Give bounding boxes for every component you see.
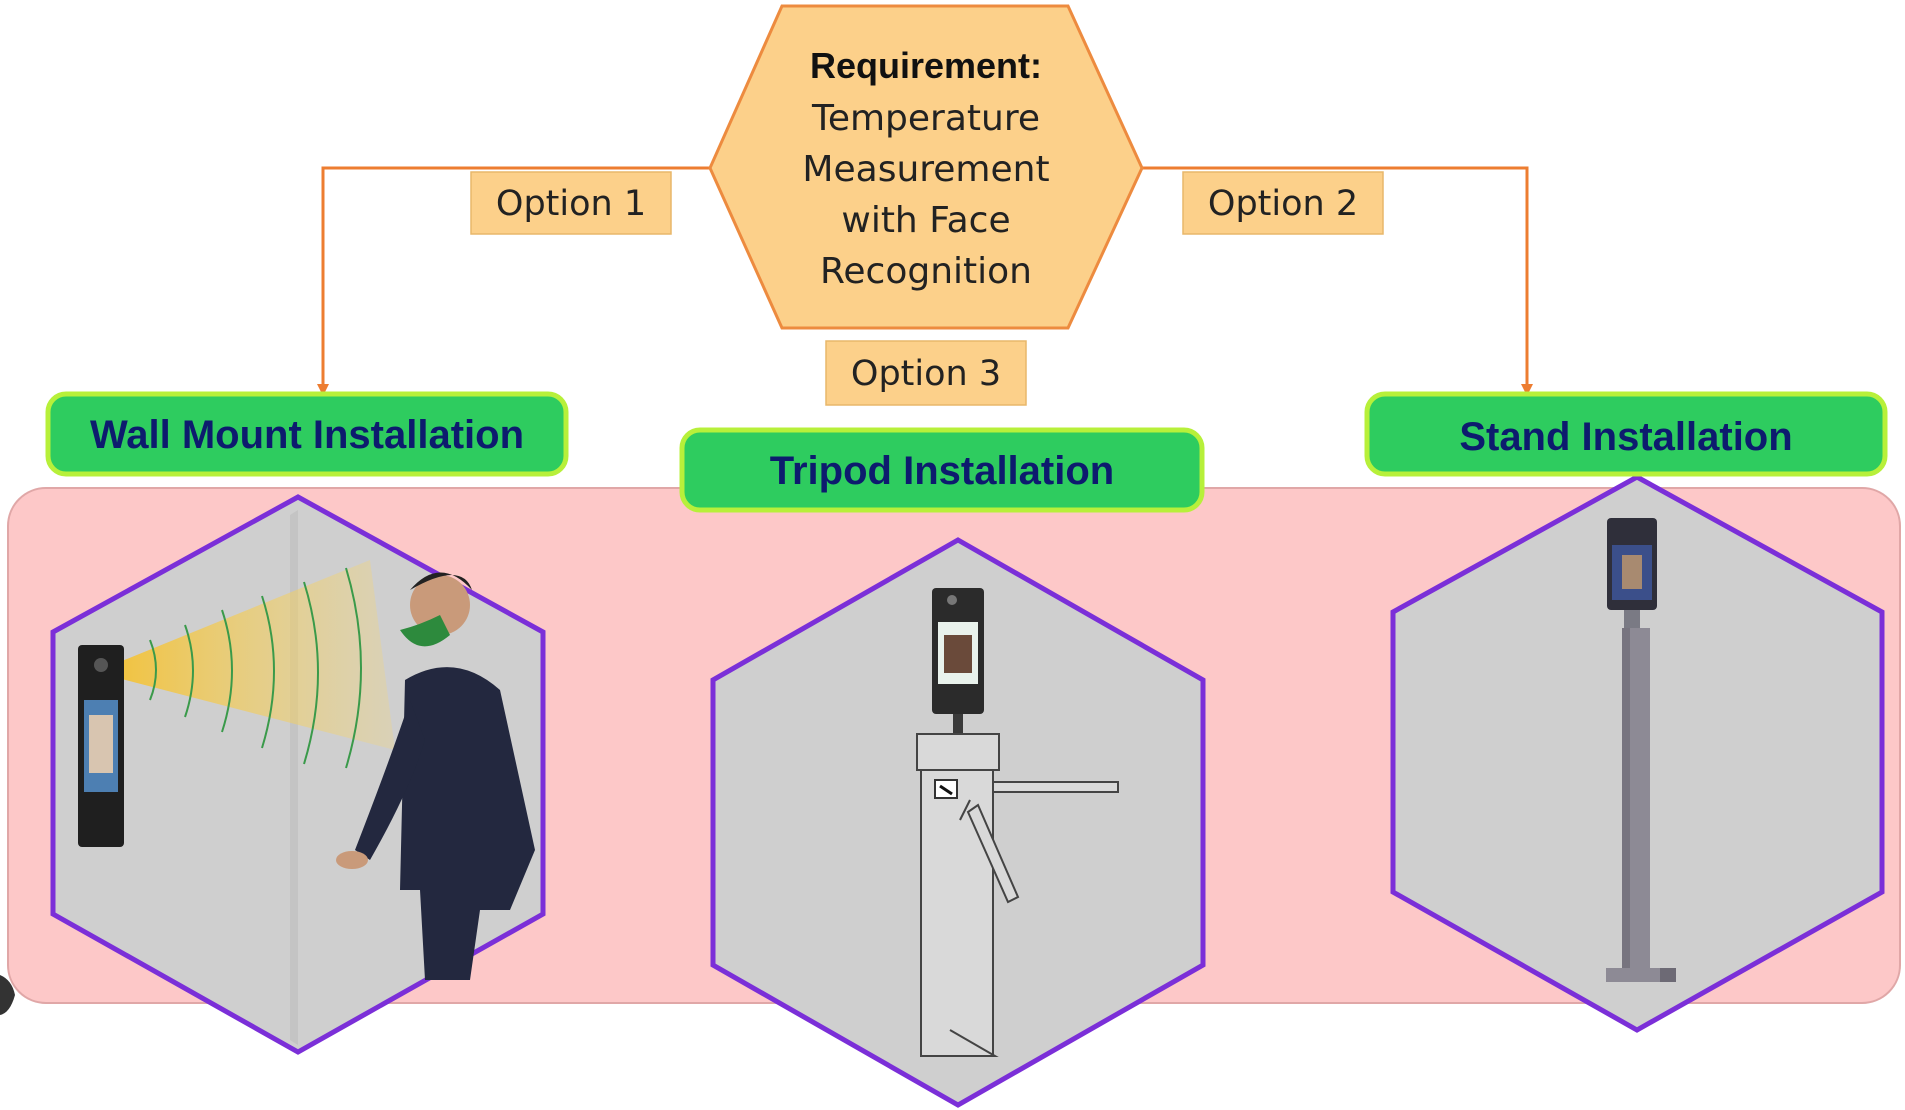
requirement-line-3: with Face: [841, 200, 1010, 241]
option-1-label: Option 1: [470, 171, 672, 235]
option-2-label: Option 2: [1182, 171, 1384, 235]
stand-installation-box: Stand Installation: [1364, 391, 1888, 477]
option-3-text: Option 3: [851, 354, 1001, 394]
edge-artifact: [0, 975, 15, 1015]
option-3-label: Option 3: [825, 340, 1027, 406]
requirement-hexagon: [708, 4, 1144, 330]
requirement-heading: Requirement:: [810, 45, 1042, 86]
stand-photo: [1390, 474, 1885, 1033]
tripod-installation-label: Tripod Installation: [770, 449, 1114, 493]
stand-installation-label: Stand Installation: [1459, 415, 1792, 459]
wall-mount-installation-label: Wall Mount Installation: [90, 413, 524, 457]
option-1-text: Option 1: [496, 184, 646, 224]
connector-option-2: [1142, 166, 1533, 396]
requirement-line-2: Measurement: [802, 149, 1049, 190]
thermal-wave-icon: [95, 560, 395, 769]
tripod-installation-box: Tripod Installation: [679, 427, 1205, 513]
connector-option-1: [317, 166, 712, 396]
requirement-line-1: Temperature: [811, 98, 1040, 139]
face-terminal-icon: [78, 645, 124, 847]
wall-mount-photo: [50, 494, 546, 1055]
wall-mount-installation-box: Wall Mount Installation: [45, 391, 569, 477]
person-silhouette: [336, 572, 535, 980]
requirement-node: Requirement: Temperature Measurement wit…: [708, 4, 1144, 330]
option-connectors: [317, 166, 1533, 396]
turnstile-icon: [916, 588, 1119, 1057]
tripod-photo: [710, 537, 1206, 1108]
stand-pole-icon: [1606, 518, 1676, 982]
option-2-text: Option 2: [1208, 184, 1358, 224]
requirement-line-4: Recognition: [820, 251, 1032, 292]
